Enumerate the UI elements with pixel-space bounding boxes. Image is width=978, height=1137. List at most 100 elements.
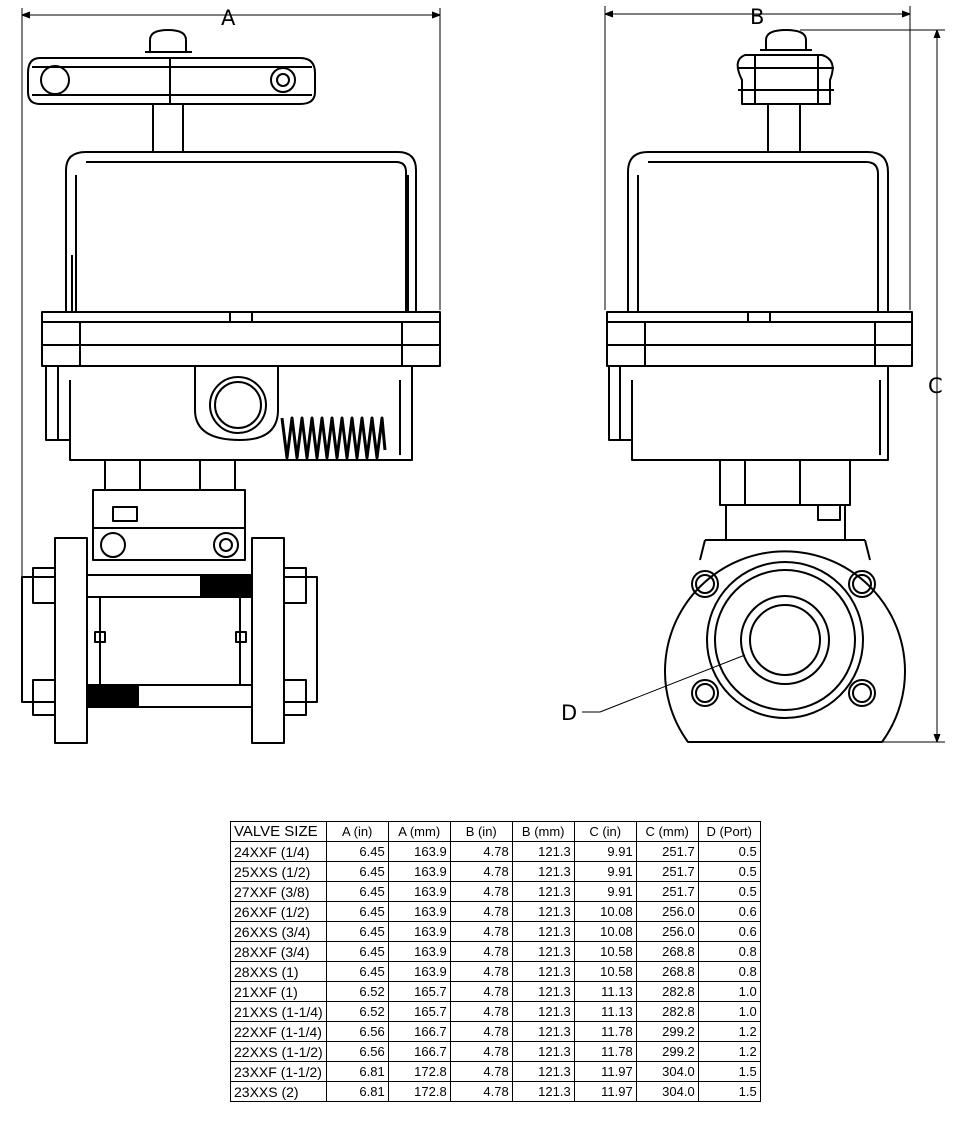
cell-a-in: 6.45 — [325, 841, 389, 862]
cell-b-mm: 121.3 — [511, 941, 575, 962]
cell-a-mm: 163.9 — [387, 961, 451, 982]
front-spring — [280, 416, 387, 460]
cell-c-in: 10.08 — [573, 921, 637, 942]
cell-a-mm: 163.9 — [387, 881, 451, 902]
cell-a-in: 6.52 — [325, 1001, 389, 1022]
cell-valve-size: 25XXS (1/2) — [230, 861, 327, 882]
cell-c-in: 11.97 — [573, 1081, 637, 1102]
cell-b-in: 4.78 — [449, 881, 513, 902]
cell-d-port: 0.8 — [697, 961, 761, 982]
cell-b-mm: 121.3 — [511, 901, 575, 922]
front-handle — [27, 29, 316, 153]
cell-c-mm: 282.8 — [635, 981, 699, 1002]
dimension-d-label: D — [561, 701, 577, 725]
cell-b-in: 4.78 — [449, 841, 513, 862]
dimension-d — [582, 654, 746, 713]
side-handle — [736, 29, 834, 153]
cell-c-mm: 304.0 — [635, 1061, 699, 1082]
dimension-b — [604, 6, 911, 310]
cell-b-in: 4.78 — [449, 1061, 513, 1082]
cell-d-port: 1.5 — [697, 1081, 761, 1102]
cell-b-in: 4.78 — [449, 1021, 513, 1042]
cell-a-in: 6.45 — [325, 961, 389, 982]
cell-valve-size: 28XXF (3/4) — [230, 941, 327, 962]
cell-a-in: 6.81 — [325, 1061, 389, 1082]
dimension-b-label: B — [750, 5, 764, 29]
cell-valve-size: 21XXF (1) — [230, 981, 327, 1002]
side-actuator-housing — [606, 151, 913, 461]
cell-valve-size: 28XXS (1) — [230, 961, 327, 982]
cell-b-mm: 121.3 — [511, 841, 575, 862]
cell-c-in: 10.58 — [573, 961, 637, 982]
cell-a-mm: 163.9 — [387, 901, 451, 922]
cell-b-mm: 121.3 — [511, 861, 575, 882]
cell-a-in: 6.45 — [325, 881, 389, 902]
cell-c-mm: 268.8 — [635, 961, 699, 982]
cell-a-mm: 172.8 — [387, 1081, 451, 1102]
cell-a-in: 6.81 — [325, 1081, 389, 1102]
header-valve-size: VALVE SIZE — [230, 821, 327, 842]
dimension-c — [800, 29, 945, 743]
cell-b-mm: 121.3 — [511, 1021, 575, 1042]
cell-a-in: 6.52 — [325, 981, 389, 1002]
cell-d-port: 0.6 — [697, 921, 761, 942]
cell-c-in: 9.91 — [573, 881, 637, 902]
cell-d-port: 0.8 — [697, 941, 761, 962]
front-valve-body — [21, 537, 318, 744]
cell-c-mm: 251.7 — [635, 861, 699, 882]
cell-b-mm: 121.3 — [511, 1041, 575, 1062]
cell-a-mm: 166.7 — [387, 1021, 451, 1042]
cell-b-mm: 121.3 — [511, 981, 575, 1002]
cell-a-in: 6.45 — [325, 921, 389, 942]
dimension-c-label: C — [928, 374, 943, 398]
dimension-a — [21, 8, 441, 585]
cell-d-port: 1.0 — [697, 1001, 761, 1022]
side-flange — [664, 550, 906, 743]
cell-valve-size: 23XXS (2) — [230, 1081, 327, 1102]
cell-b-in: 4.78 — [449, 1041, 513, 1062]
cell-b-mm: 121.3 — [511, 1001, 575, 1022]
table-header-row: VALVE SIZE A (in) A (mm) B (in) B (mm) C… — [230, 821, 761, 842]
cell-b-in: 4.78 — [449, 1081, 513, 1102]
cell-d-port: 0.6 — [697, 901, 761, 922]
cell-c-in: 11.13 — [573, 981, 637, 1002]
front-bolt-threads — [87, 576, 252, 706]
cell-c-mm: 268.8 — [635, 941, 699, 962]
cell-c-mm: 251.7 — [635, 841, 699, 862]
dimension-a-label: A — [221, 6, 236, 30]
side-view — [606, 29, 913, 743]
cell-d-port: 0.5 — [697, 881, 761, 902]
cell-a-in: 6.45 — [325, 901, 389, 922]
cell-b-in: 4.78 — [449, 961, 513, 982]
header-d-port: D (Port) — [697, 821, 761, 842]
valve-dimension-table: VALVE SIZE A (in) A (mm) B (in) B (mm) C… — [230, 821, 761, 1102]
cell-b-mm: 121.3 — [511, 921, 575, 942]
cell-c-mm: 304.0 — [635, 1081, 699, 1102]
cell-d-port: 0.5 — [697, 841, 761, 862]
header-b-in: B (in) — [449, 821, 513, 842]
cell-b-mm: 121.3 — [511, 1081, 575, 1102]
cell-a-in: 6.45 — [325, 861, 389, 882]
cell-b-in: 4.78 — [449, 901, 513, 922]
cell-c-mm: 282.8 — [635, 1001, 699, 1022]
cell-d-port: 1.5 — [697, 1061, 761, 1082]
cell-c-mm: 251.7 — [635, 881, 699, 902]
cell-a-mm: 172.8 — [387, 1061, 451, 1082]
cell-c-in: 11.78 — [573, 1041, 637, 1062]
front-view — [21, 29, 441, 744]
cell-valve-size: 26XXS (3/4) — [230, 921, 327, 942]
cell-c-in: 9.91 — [573, 841, 637, 862]
cell-c-mm: 256.0 — [635, 921, 699, 942]
cell-valve-size: 24XXF (1/4) — [230, 841, 327, 862]
cell-a-in: 6.56 — [325, 1041, 389, 1062]
cell-c-in: 11.97 — [573, 1061, 637, 1082]
